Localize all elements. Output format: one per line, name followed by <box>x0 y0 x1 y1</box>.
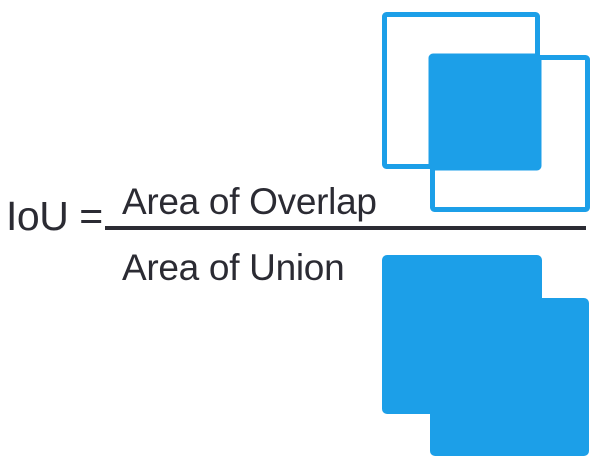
fraction-denominator: Area of Union <box>122 247 345 288</box>
overlap-diagram <box>374 4 596 219</box>
union-shape-fill <box>382 255 589 456</box>
union-diagram <box>374 248 596 464</box>
fraction-numerator: Area of Overlap <box>122 181 377 222</box>
formula-fraction: Area of Overlap Area of Union <box>105 170 587 295</box>
formula-iou-label: IoU = <box>6 193 103 239</box>
overlap-intersection-fill <box>428 53 542 171</box>
fraction-bar <box>105 226 586 230</box>
